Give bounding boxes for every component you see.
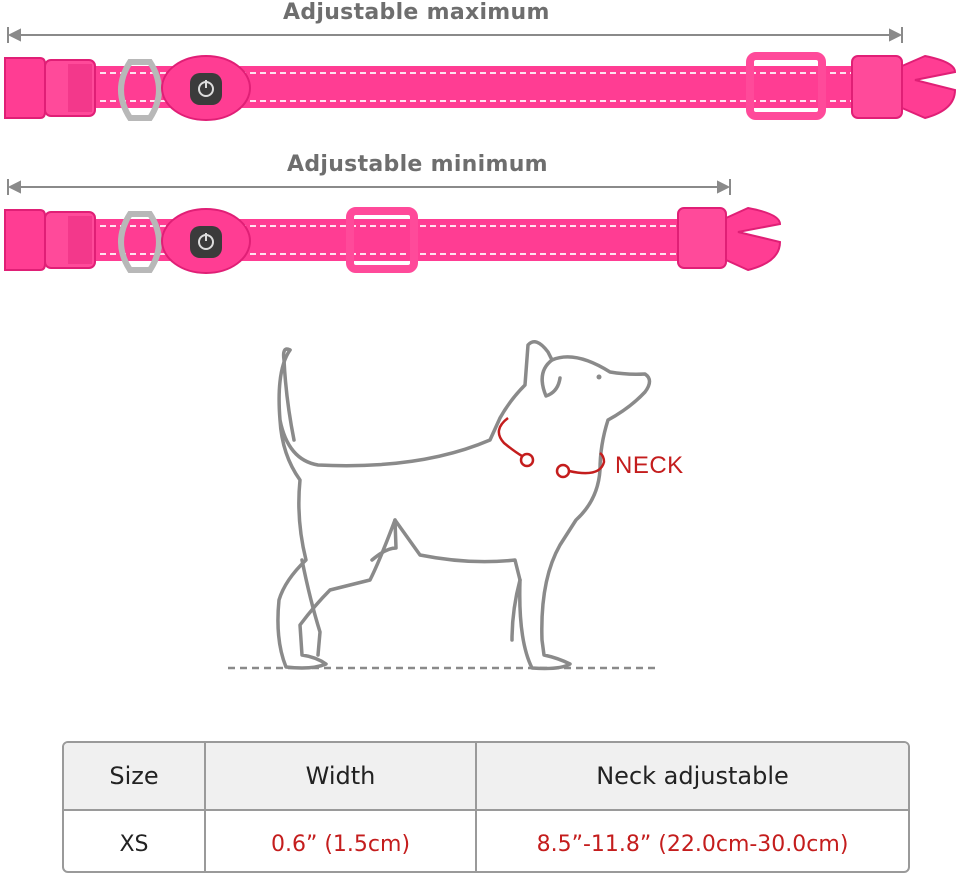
dog-leg-front-inner — [510, 578, 522, 642]
cell-size: XS — [119, 831, 149, 857]
table-header-row: Size Width Neck adjustable — [64, 743, 908, 811]
min-arrow-right — [717, 180, 731, 194]
collar-max-power-button — [190, 73, 222, 105]
header-width: Width — [204, 743, 476, 811]
cell-neck-adjustable: 8.5”-11.8” (22.0cm-30.0cm) — [475, 810, 908, 871]
collar-min-buckle-sleeve — [44, 211, 96, 269]
min-dimension-label: Adjustable minimum — [287, 152, 548, 177]
collar-minimum — [4, 206, 782, 274]
collar-min-d-ring — [118, 211, 162, 273]
table-row: XS 0.6” (1.5cm) 8.5”-11.8” (22.0cm-30.0c… — [64, 810, 908, 871]
collar-max-buckle-sleeve — [44, 59, 96, 117]
max-arrow-left — [7, 28, 21, 42]
min-arrow-left — [7, 180, 21, 194]
collar-max-buckle-prongs — [901, 54, 957, 120]
cell-width: 0.6” (1.5cm) — [204, 810, 476, 871]
collar-maximum — [4, 52, 957, 121]
header-neck-adjustable: Neck adjustable — [475, 743, 908, 811]
collar-min-buckle-prongs — [725, 206, 782, 272]
power-icon — [198, 233, 214, 250]
dog-tail — [281, 347, 296, 442]
dog-ear — [540, 358, 562, 398]
dimension-lines — [7, 27, 903, 195]
dog-outline — [276, 340, 652, 671]
collar-min-power-button — [190, 226, 222, 258]
collar-min-slider — [346, 207, 418, 273]
header-size: Size — [64, 743, 205, 811]
max-dimension-label: Adjustable maximum — [283, 0, 550, 25]
collar-max-slider — [746, 52, 826, 120]
neck-label: NECK — [615, 452, 684, 479]
neck-measure-tape — [497, 417, 606, 479]
dog-eye — [596, 374, 602, 380]
collar-max-d-ring — [118, 59, 162, 121]
size-table: Size Width Neck adjustable XS 0.6” (1.5c… — [62, 741, 910, 873]
max-arrow-right — [889, 28, 903, 42]
dog-illustration — [228, 340, 655, 671]
power-icon — [198, 80, 214, 97]
dog-hind-leg — [300, 558, 322, 657]
dog-body-line — [370, 518, 398, 562]
